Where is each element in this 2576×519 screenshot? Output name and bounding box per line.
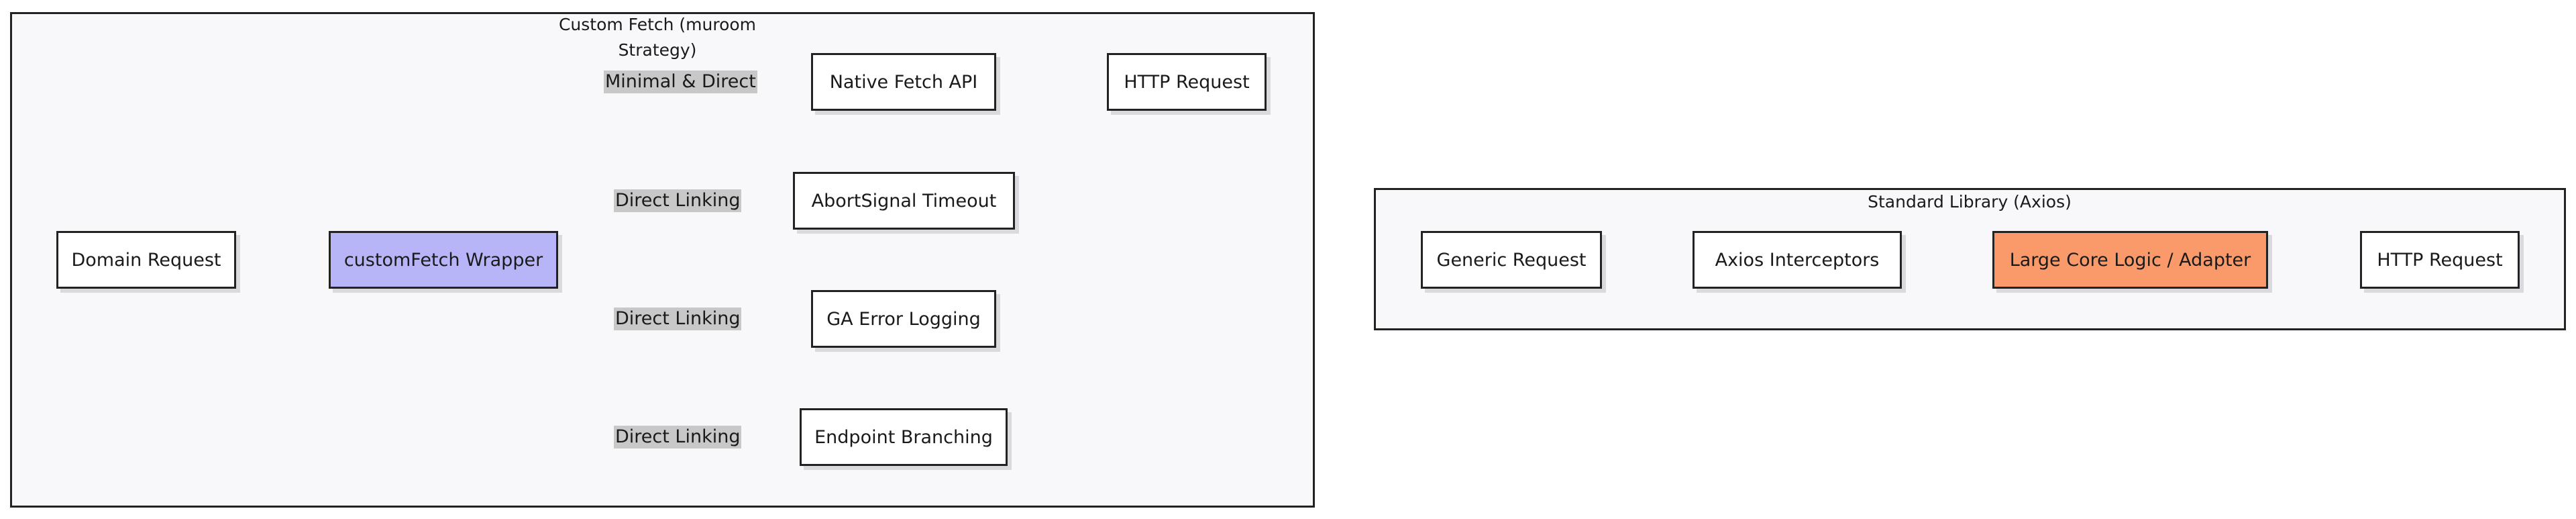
cluster-custom-fetch-title-line2: Strategy) [618,40,697,60]
node-ga-error-logging[interactable]: GA Error Logging [811,290,996,348]
node-native-fetch-api[interactable]: Native Fetch API [811,53,996,111]
edge-label-minimal-direct: Minimal & Direct [604,70,757,93]
node-http-request-axios[interactable]: HTTP Request [2360,231,2520,289]
node-custom-fetch-wrapper[interactable]: customFetch Wrapper [329,231,558,289]
node-abortsignal-timeout[interactable]: AbortSignal Timeout [793,172,1015,230]
node-axios-interceptors[interactable]: Axios Interceptors [1693,231,1902,289]
node-http-request-custom[interactable]: HTTP Request [1107,53,1267,111]
node-generic-request[interactable]: Generic Request [1421,231,1602,289]
node-domain-request[interactable]: Domain Request [56,231,236,289]
cluster-standard-library-title: Standard Library (Axios) [1868,192,2072,211]
node-large-core-logic[interactable]: Large Core Logic / Adapter [1992,231,2268,289]
cluster-custom-fetch-title-line1: Custom Fetch (muroom [558,15,757,34]
node-endpoint-branching[interactable]: Endpoint Branching [800,408,1008,466]
edge-label-direct-linking-abort: Direct Linking [614,189,742,212]
edge-label-direct-linking-ga: Direct Linking [614,308,742,330]
cluster-custom-fetch-title: Custom Fetch (muroom Strategy) [523,12,792,63]
edge-label-direct-linking-endpoint: Direct Linking [614,426,742,449]
